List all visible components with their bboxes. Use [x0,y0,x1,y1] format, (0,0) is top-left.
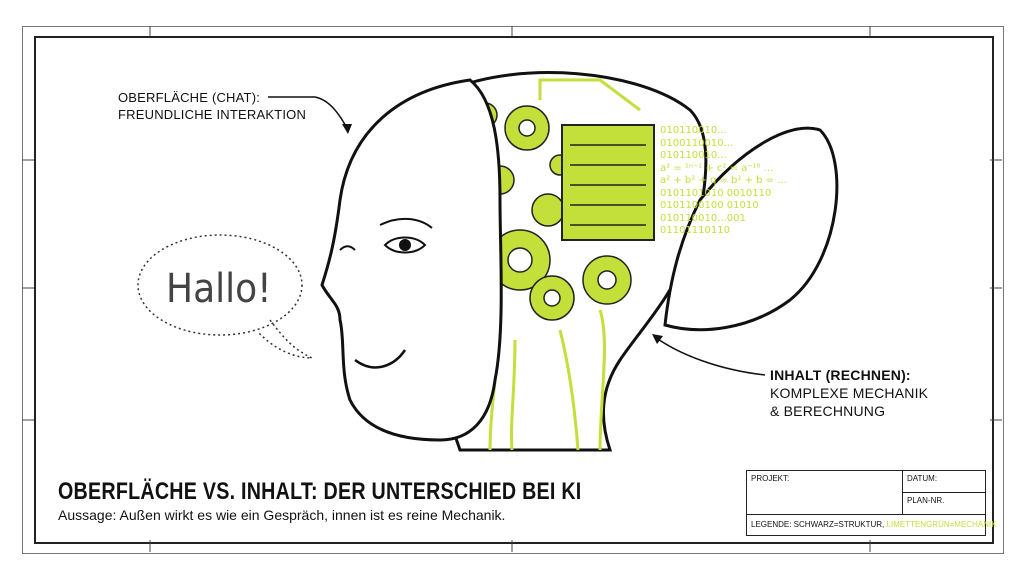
project-cell: PROJEKT: [747,471,903,515]
code-overlay: 010110010... 0100110010... 010110010... … [660,125,787,236]
annotation-surface: OBERFLÄCHE (CHAT): FREUNDLICHE INTERAKTI… [118,90,307,122]
annotation-content: INHALT (RECHNEN): KOMPLEXE MECHANIK & BE… [770,367,929,419]
subtitle: Aussage: Außen wirkt es wie ein Gespräch… [58,507,506,523]
outer-border [22,26,1004,554]
gears [472,102,632,321]
title-block: PROJEKT: DATUM: PLAN-NR. LEGENDE: SCHWAR… [746,470,997,536]
plan-number-cell: PLAN-NR. [903,493,985,515]
abacus [561,124,655,241]
drawing-frame [34,36,994,544]
speech-bubble-text: Hallo! [166,266,272,312]
speech-bubble [137,234,303,336]
face-mask [320,78,503,442]
page-title: OBERFLÄCHE VS. INHALT: DER UNTERSCHIED B… [58,478,582,505]
legend-cell: LEGENDE: SCHWARZ=STRUKTUR, LIMETTENGRÜN=… [751,520,997,529]
date-cell: DATUM: [903,471,985,493]
skull-panel [663,126,839,332]
